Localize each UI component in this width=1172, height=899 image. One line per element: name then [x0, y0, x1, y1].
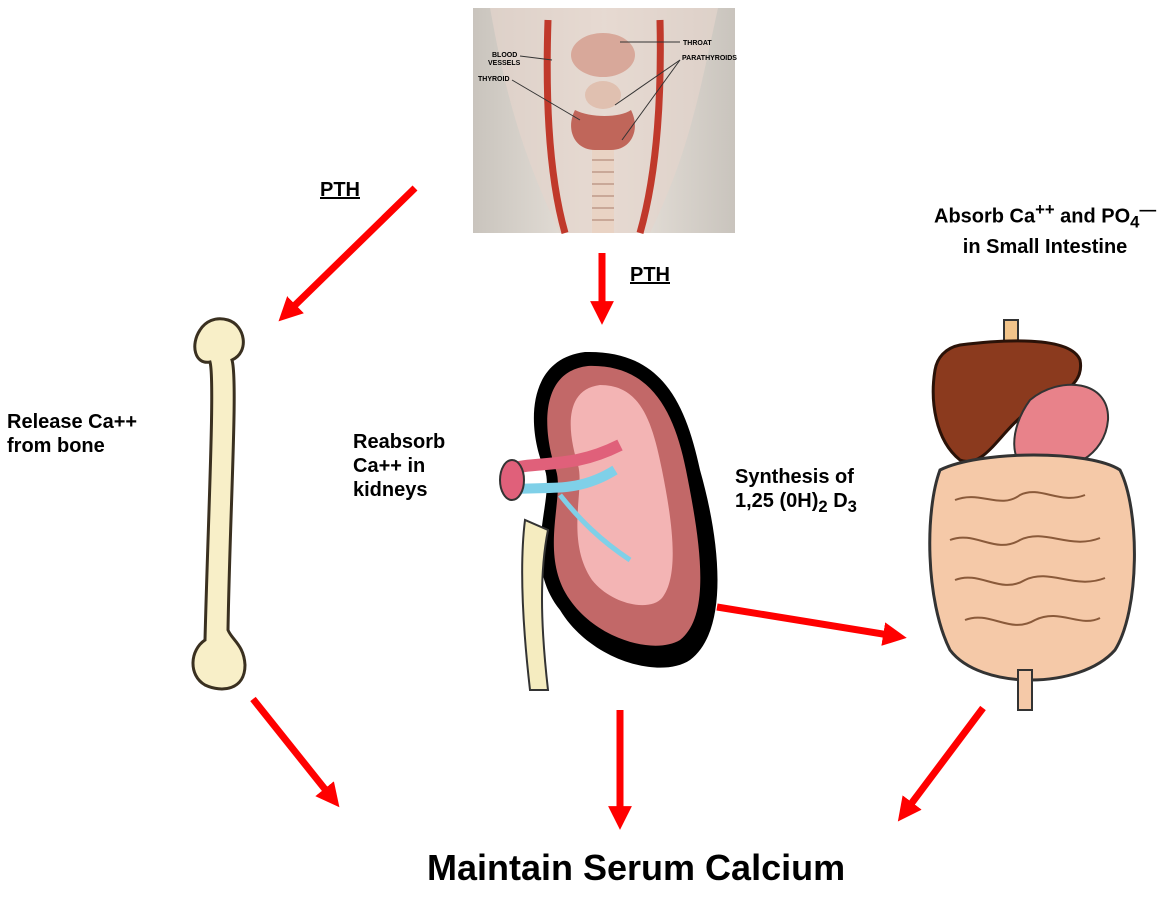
parathyroids-label: PARATHYROIDS	[682, 55, 737, 62]
intestine-label-line2: in Small Intestine	[934, 235, 1156, 259]
throat-label: THROAT	[683, 40, 712, 47]
diagram-title: Maintain Serum Calcium	[427, 848, 845, 888]
arrow-kidney-to-intestine	[717, 607, 895, 636]
thyroid-label: THYROID	[478, 76, 510, 83]
arrow-intestine-to-calcium	[905, 708, 983, 812]
intestine-label: Absorb Ca++ and PO4— in Small Intestine	[934, 198, 1156, 259]
bone-label-line1: Release Ca++	[7, 410, 137, 434]
synthesis-label: Synthesis of 1,25 (0H)2 D3	[735, 465, 857, 519]
bone-image	[193, 319, 245, 689]
kidney-label-line2: Ca++ in	[353, 454, 445, 478]
intestine-label-line1: Absorb Ca++ and PO4—	[934, 198, 1156, 235]
blood-vessels-label-1: BLOOD	[492, 52, 517, 59]
kidney-label-line1: Reabsorb	[353, 430, 445, 454]
bone-label: Release Ca++ from bone	[7, 410, 137, 458]
pth-label-left: PTH	[320, 178, 360, 202]
digestive-organs-image	[930, 320, 1135, 710]
blood-vessels-label-2: VESSELS	[488, 60, 521, 67]
kidney-image	[500, 352, 718, 690]
neck-anatomy-image: THROAT BLOOD VESSELS PARATHYROIDS THYROI…	[473, 8, 737, 233]
arrow-bone-to-calcium	[253, 699, 332, 798]
synthesis-label-line1: Synthesis of	[735, 465, 857, 489]
arrow-pth-to-bone	[287, 188, 415, 313]
synthesis-label-line2: 1,25 (0H)2 D3	[735, 489, 857, 519]
kidney-label-line3: kidneys	[353, 478, 445, 502]
pth-label-center: PTH	[630, 263, 670, 287]
bone-label-line2: from bone	[7, 434, 137, 458]
kidney-label: Reabsorb Ca++ in kidneys	[353, 430, 445, 502]
